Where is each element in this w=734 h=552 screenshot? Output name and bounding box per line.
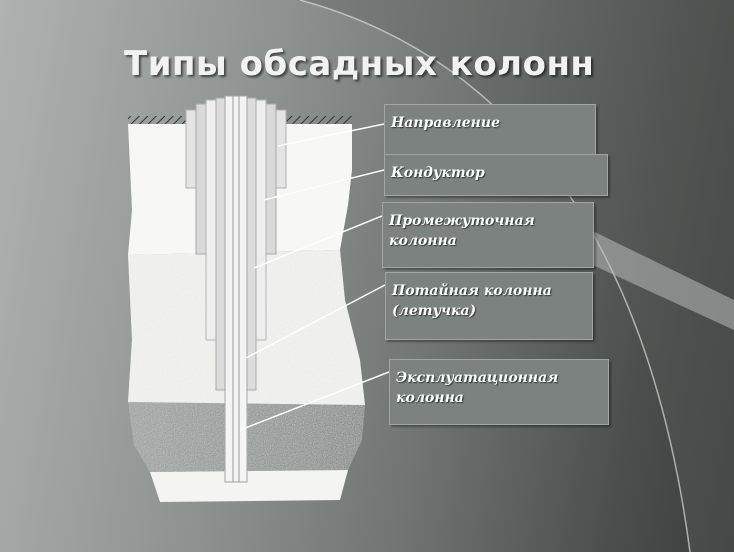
label-potaynaya: Потайная колонна (летучка): [385, 272, 593, 340]
leader-line-promezhutochnaya: [253, 215, 383, 269]
casing-production: [224, 95, 248, 483]
background-band: [560, 215, 734, 330]
leader-line-potaynaya: [245, 284, 386, 359]
label-ekspluatatsionnaya: Эксплуатационная колонна: [389, 359, 609, 425]
label-konduktor: Кондуктор: [384, 154, 608, 196]
leader-line-ekspluatatsionnaya: [239, 371, 390, 431]
background-arc: [300, 0, 734, 552]
slide-title: Типы обсадных колонн: [124, 44, 595, 84]
label-promezhutochnaya: Промежуточная колонна: [382, 202, 594, 268]
label-ekspluatatsionnaya-text: Эксплуатационная колонна: [396, 370, 559, 406]
leader-lines: [239, 123, 390, 431]
label-potaynaya-text: Потайная колонна (летучка): [392, 283, 552, 319]
label-napravlenie-text: Направление: [391, 115, 500, 131]
leader-line-konduktor: [263, 169, 385, 201]
label-napravlenie: Направление: [384, 104, 596, 158]
label-konduktor-text: Кондуктор: [391, 165, 485, 181]
rock-bottom-strip: [150, 470, 348, 502]
leader-line-napravlenie: [277, 123, 385, 147]
label-promezhutochnaya-text: Промежуточная колонна: [389, 213, 535, 249]
casing-strings: [185, 95, 287, 483]
